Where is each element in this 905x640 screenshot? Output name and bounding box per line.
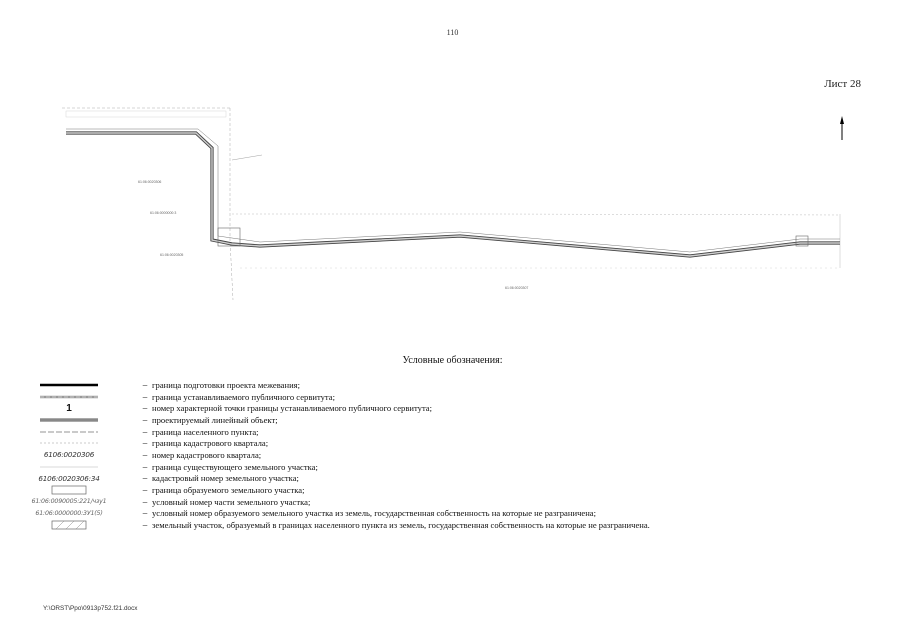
legend-row: – земельный участок, образуемый в границ… <box>40 519 870 531</box>
sheet-label: Лист 28 <box>824 78 861 90</box>
legend-dash: – <box>142 485 148 496</box>
legend-dash: – <box>142 438 148 449</box>
legend-text: номер кадастрового квартала; <box>152 449 262 460</box>
legend-row: – граница устанавливаемого публичного се… <box>40 391 870 403</box>
legend-dash: – <box>142 426 148 437</box>
page-number: 110 <box>446 28 459 37</box>
legend-text: граница образуемого земельного участка; <box>152 485 305 496</box>
legend-dash: – <box>142 520 148 531</box>
legend-symbol-hatched-parcel <box>40 520 98 531</box>
legend-symbol-existing-parcel-boundary <box>40 461 98 472</box>
linear-object-outer <box>66 131 840 258</box>
legend-text: граница населенного пункта; <box>152 426 259 437</box>
legend-symbol-new-parcel-boundary <box>40 485 98 496</box>
legend-row: – граница подготовки проекта межевания; <box>40 379 870 391</box>
legend-row: – граница кадастрового квартала; <box>40 437 870 449</box>
legend-row: – граница образуемого земельного участка… <box>40 484 870 496</box>
legend-text: кадастровый номер земельного участка; <box>152 473 299 484</box>
legend-symbol-point-number: 1 <box>66 402 72 414</box>
survey-map: 61:06:0020306 61:06:0000000:3 61:06:0020… <box>62 107 844 300</box>
map-leader-line <box>231 154 263 161</box>
legend-row: 1 – номер характерной точки границы уста… <box>40 402 870 414</box>
legend-dash: – <box>142 403 148 414</box>
map-label-north-quarter: 61:06:0020306 <box>138 180 161 184</box>
legend-dash: – <box>142 391 148 402</box>
legend-text: граница устанавливаемого публичного серв… <box>152 391 335 402</box>
file-path: Y:\ORST\Ppo\0913p752.f21.docx <box>43 605 138 612</box>
legend-dash: – <box>142 379 148 390</box>
legend-symbol-linear-object <box>40 414 98 425</box>
legend-text: граница существующего земельного участка… <box>152 461 318 472</box>
legend-dash: – <box>142 414 148 425</box>
legend-text: условный номер образуемого земельного уч… <box>152 508 597 519</box>
legend-row: – граница существующего земельного участ… <box>40 461 870 473</box>
legend-symbol-servitude-boundary <box>40 391 98 402</box>
legend-title: Условные обозначения: <box>402 355 503 366</box>
legend-dash: – <box>142 449 148 460</box>
legend-symbol-cadastral-quarter-boundary <box>40 438 98 449</box>
linear-object-inner <box>66 132 840 257</box>
legend-symbol-quarter-number: 6106:0020306 <box>43 450 95 460</box>
map-label-mid-left: 61:06:0020305 <box>160 253 183 257</box>
legend-dash: – <box>142 496 148 507</box>
legend-text: проектируемый линейный объект; <box>152 414 278 425</box>
legend-symbol-settlement-boundary <box>40 426 98 437</box>
legend-text: номер характерной точки границы устанавл… <box>152 403 433 414</box>
map-junction-box-right <box>795 235 809 247</box>
legend-row: 6106:0020306 – номер кадастрового кварта… <box>40 449 870 461</box>
legend-dash: – <box>142 473 148 484</box>
legend-dash: – <box>142 461 148 472</box>
legend-row: 61:06:0090005:221/чзу1 – условный номер … <box>31 496 870 508</box>
linear-object-edge <box>66 128 840 253</box>
map-upper-road-edge <box>232 213 841 216</box>
map-junction-box <box>217 227 241 247</box>
legend-text: граница кадастрового квартала; <box>152 438 269 449</box>
legend-dash: – <box>142 508 148 519</box>
map-vertical-left-edge <box>229 108 234 300</box>
legend-row: 6106:0020306:34 – кадастровый номер земе… <box>38 473 870 485</box>
map-label-bottom: 61:06:0020307 <box>505 286 528 290</box>
legend-text: граница подготовки проекта межевания; <box>152 379 301 390</box>
legend-symbol-new-parcel-number: 61:06:0000000:3У1(5) <box>35 509 103 517</box>
map-label-point: 61:06:0000000:3 <box>150 211 176 215</box>
legend-text: земельный участок, образуемый в границах… <box>152 520 650 531</box>
legend-text: условный номер части земельного участка; <box>152 496 311 507</box>
legend: – граница подготовки проекта межевания; … <box>31 379 870 531</box>
north-arrow-head-icon <box>840 116 844 124</box>
map-hatch-strip <box>65 110 227 118</box>
legend-symbol-part-number: 61:06:0090005:221/чзу1 <box>31 498 107 506</box>
legend-symbol-parcel-number: 6106:0020306:34 <box>38 473 100 483</box>
legend-row: – граница населенного пункта; <box>40 426 870 438</box>
legend-row: – проектируемый линейный объект; <box>40 414 870 426</box>
legend-row: 61:06:0000000:3У1(5) – условный номер об… <box>35 508 870 520</box>
legend-symbol-survey-boundary <box>40 379 98 390</box>
